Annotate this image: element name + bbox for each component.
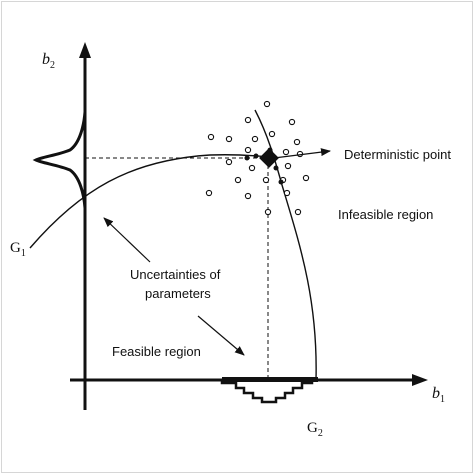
x-axis-label: b1 xyxy=(432,385,445,405)
sample-point xyxy=(268,130,276,138)
deterministic-point-label: Deterministic point xyxy=(344,147,451,162)
sample-point xyxy=(251,135,259,143)
sample-point xyxy=(263,100,271,108)
sample-point xyxy=(294,208,302,216)
sample-point xyxy=(302,174,310,182)
infeasible-region-label: Infeasible region xyxy=(338,207,433,222)
deterministic-point xyxy=(259,148,279,168)
constraint-curve-g2 xyxy=(254,109,317,381)
sample-point xyxy=(225,135,233,143)
sample-point-filled xyxy=(253,153,259,159)
sample-point xyxy=(234,176,242,184)
sample-point xyxy=(244,116,252,124)
sample-point xyxy=(262,176,270,184)
uncertainties-arrow xyxy=(103,217,151,263)
uncertainties-label-line1: Uncertainties of xyxy=(130,267,221,282)
distribution-histogram-b1 xyxy=(220,380,314,404)
feasible-region-arrow xyxy=(197,315,245,356)
sample-point xyxy=(225,158,233,166)
distribution-curve-b2 xyxy=(32,111,87,209)
histogram-base-bar xyxy=(222,377,318,382)
g2-label: G2 xyxy=(307,420,323,439)
sample-point xyxy=(264,208,272,216)
sample-point-filled xyxy=(273,165,279,171)
sample-point-filled xyxy=(244,155,250,161)
feasible-region-label: Feasible region xyxy=(112,344,201,359)
sample-point-filled xyxy=(278,179,284,185)
sample-point xyxy=(248,164,256,172)
sample-point xyxy=(207,133,215,141)
y-axis-label: b2 xyxy=(42,51,55,71)
sample-point xyxy=(288,118,296,126)
deterministic-point-arrow xyxy=(273,148,331,159)
sample-point xyxy=(282,148,290,156)
sample-point xyxy=(244,146,252,154)
sample-points xyxy=(205,100,310,216)
uncertainties-label-line2: parameters xyxy=(145,286,211,301)
g1-label: G1 xyxy=(10,240,26,259)
sample-point xyxy=(244,192,252,200)
y-axis xyxy=(79,42,91,410)
sample-point xyxy=(205,189,213,197)
sample-point xyxy=(283,189,291,197)
sample-point xyxy=(293,138,301,146)
sample-point xyxy=(284,162,292,170)
